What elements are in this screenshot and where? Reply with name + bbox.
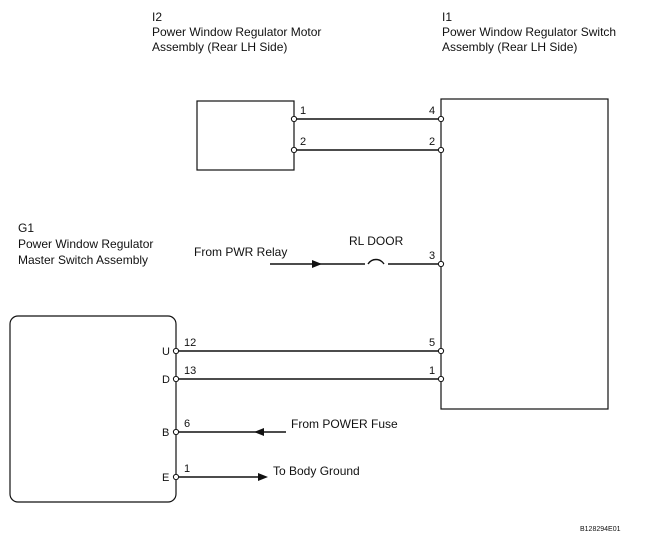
g1-name-line1: Power Window Regulator bbox=[18, 237, 153, 251]
i2-name-line1: Power Window Regulator Motor bbox=[152, 25, 321, 39]
g1-name-line2: Master Switch Assembly bbox=[18, 253, 148, 267]
i1-terminal-3 bbox=[437, 260, 445, 268]
g1-terminal-label-d: D bbox=[162, 374, 170, 386]
rl-door-label: RL DOOR bbox=[349, 234, 404, 248]
i2-terminal-2 bbox=[290, 146, 298, 154]
body-ground-arrow bbox=[258, 473, 268, 481]
figure-code: B128294E01 bbox=[580, 526, 621, 533]
g1-terminal-e bbox=[172, 473, 180, 481]
i1-terminal-5 bbox=[437, 347, 445, 355]
i1-terminal-4 bbox=[437, 115, 445, 123]
i2-terminal-1 bbox=[290, 115, 298, 123]
i2-motor-box bbox=[196, 100, 295, 171]
to-body-ground-label: To Body Ground bbox=[273, 464, 360, 478]
g1-terminal-d bbox=[172, 375, 180, 383]
i1-pin-4: 4 bbox=[429, 105, 435, 117]
i1-switch-box bbox=[440, 98, 609, 410]
i2-pin-2: 2 bbox=[300, 136, 306, 148]
i1-terminal-2 bbox=[437, 146, 445, 154]
i1-pin-3: 3 bbox=[429, 250, 435, 262]
i1-name-line2: Assembly (Rear LH Side) bbox=[442, 40, 577, 54]
g1-pin-13: 13 bbox=[184, 365, 196, 377]
from-power-fuse-label: From POWER Fuse bbox=[291, 417, 398, 431]
g1-terminal-label-u: U bbox=[162, 346, 170, 358]
i1-pin-1: 1 bbox=[429, 365, 435, 377]
i2-code: I2 bbox=[152, 10, 162, 24]
g1-pin-12: 12 bbox=[184, 337, 196, 349]
g1-terminal-label-e: E bbox=[162, 472, 169, 484]
i2-pin-1: 1 bbox=[300, 105, 306, 117]
i2-name-line2: Assembly (Rear LH Side) bbox=[152, 40, 287, 54]
pwr-relay-arrow bbox=[312, 260, 322, 268]
g1-pin-1: 1 bbox=[184, 463, 190, 475]
from-pwr-relay-label: From PWR Relay bbox=[194, 245, 287, 259]
i1-pin-5: 5 bbox=[429, 337, 435, 349]
rl-door-connector bbox=[367, 258, 385, 265]
i1-name-line1: Power Window Regulator Switch bbox=[442, 25, 616, 39]
g1-terminal-label-b: B bbox=[162, 427, 169, 439]
i1-pin-2: 2 bbox=[429, 136, 435, 148]
power-fuse-arrow bbox=[254, 428, 264, 436]
g1-code: G1 bbox=[18, 221, 34, 235]
g1-terminal-b bbox=[172, 428, 180, 436]
g1-terminal-u bbox=[172, 347, 180, 355]
g1-master-switch-box bbox=[9, 315, 177, 503]
i1-terminal-1 bbox=[437, 375, 445, 383]
i1-code: I1 bbox=[442, 10, 452, 24]
g1-pin-6: 6 bbox=[184, 418, 190, 430]
